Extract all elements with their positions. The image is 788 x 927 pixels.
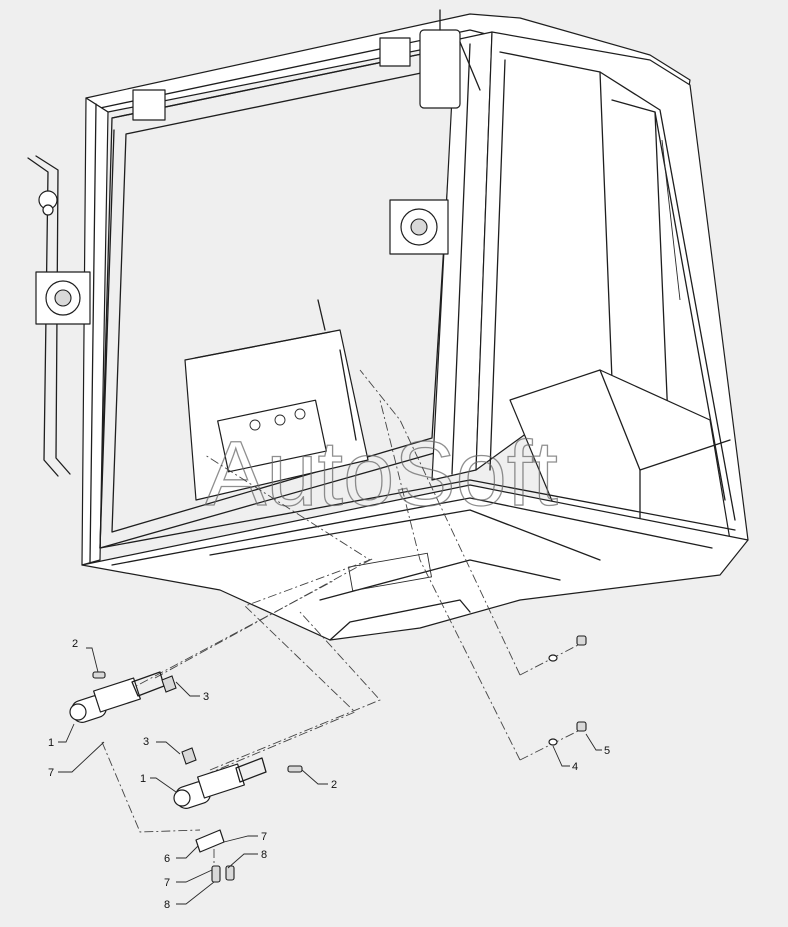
watermark: AutoSoft	[205, 423, 558, 525]
cab-floor	[81, 479, 749, 641]
clip-3-lower	[181, 747, 197, 765]
fastener-7-8	[211, 865, 235, 883]
rear-view-mirror	[419, 9, 481, 109]
washer-4	[548, 654, 558, 746]
callout-2-lower: 2	[331, 779, 337, 791]
callout-4: 4	[572, 761, 578, 773]
callout-1-lower: 1	[140, 773, 146, 785]
callout-3-lower: 3	[143, 736, 149, 748]
callout-8-right: 8	[261, 849, 267, 861]
roof-bracket-left	[132, 37, 411, 121]
callout-7-left: 7	[48, 767, 54, 779]
callout-7-right: 7	[261, 831, 267, 843]
callout-5: 5	[604, 745, 610, 757]
leader-lines	[58, 647, 602, 905]
speaker-right	[389, 199, 449, 255]
callout-7-bottom: 7	[164, 877, 170, 889]
pin-2-upper	[92, 671, 106, 679]
callout-6: 6	[164, 853, 170, 865]
speaker-left	[35, 271, 91, 325]
callout-8-bottom: 8	[164, 899, 170, 911]
callout-3-upper: 3	[203, 691, 209, 703]
cylinder-1-upper	[69, 671, 165, 723]
pin-2-lower	[287, 765, 303, 773]
callout-labels: 2 3 1 7 3 1 2 5 4 7 6 8 7 8	[48, 638, 610, 911]
assembly-lines	[101, 369, 581, 880]
callout-1-upper: 1	[48, 737, 54, 749]
cylinder-1-lower	[173, 757, 267, 809]
console-panel	[184, 299, 369, 501]
cab-frame-left	[81, 97, 115, 566]
clip-3-upper	[161, 675, 177, 693]
bolt-5	[576, 635, 587, 732]
bracket-6	[195, 829, 225, 853]
callout-2-upper: 2	[72, 638, 78, 650]
